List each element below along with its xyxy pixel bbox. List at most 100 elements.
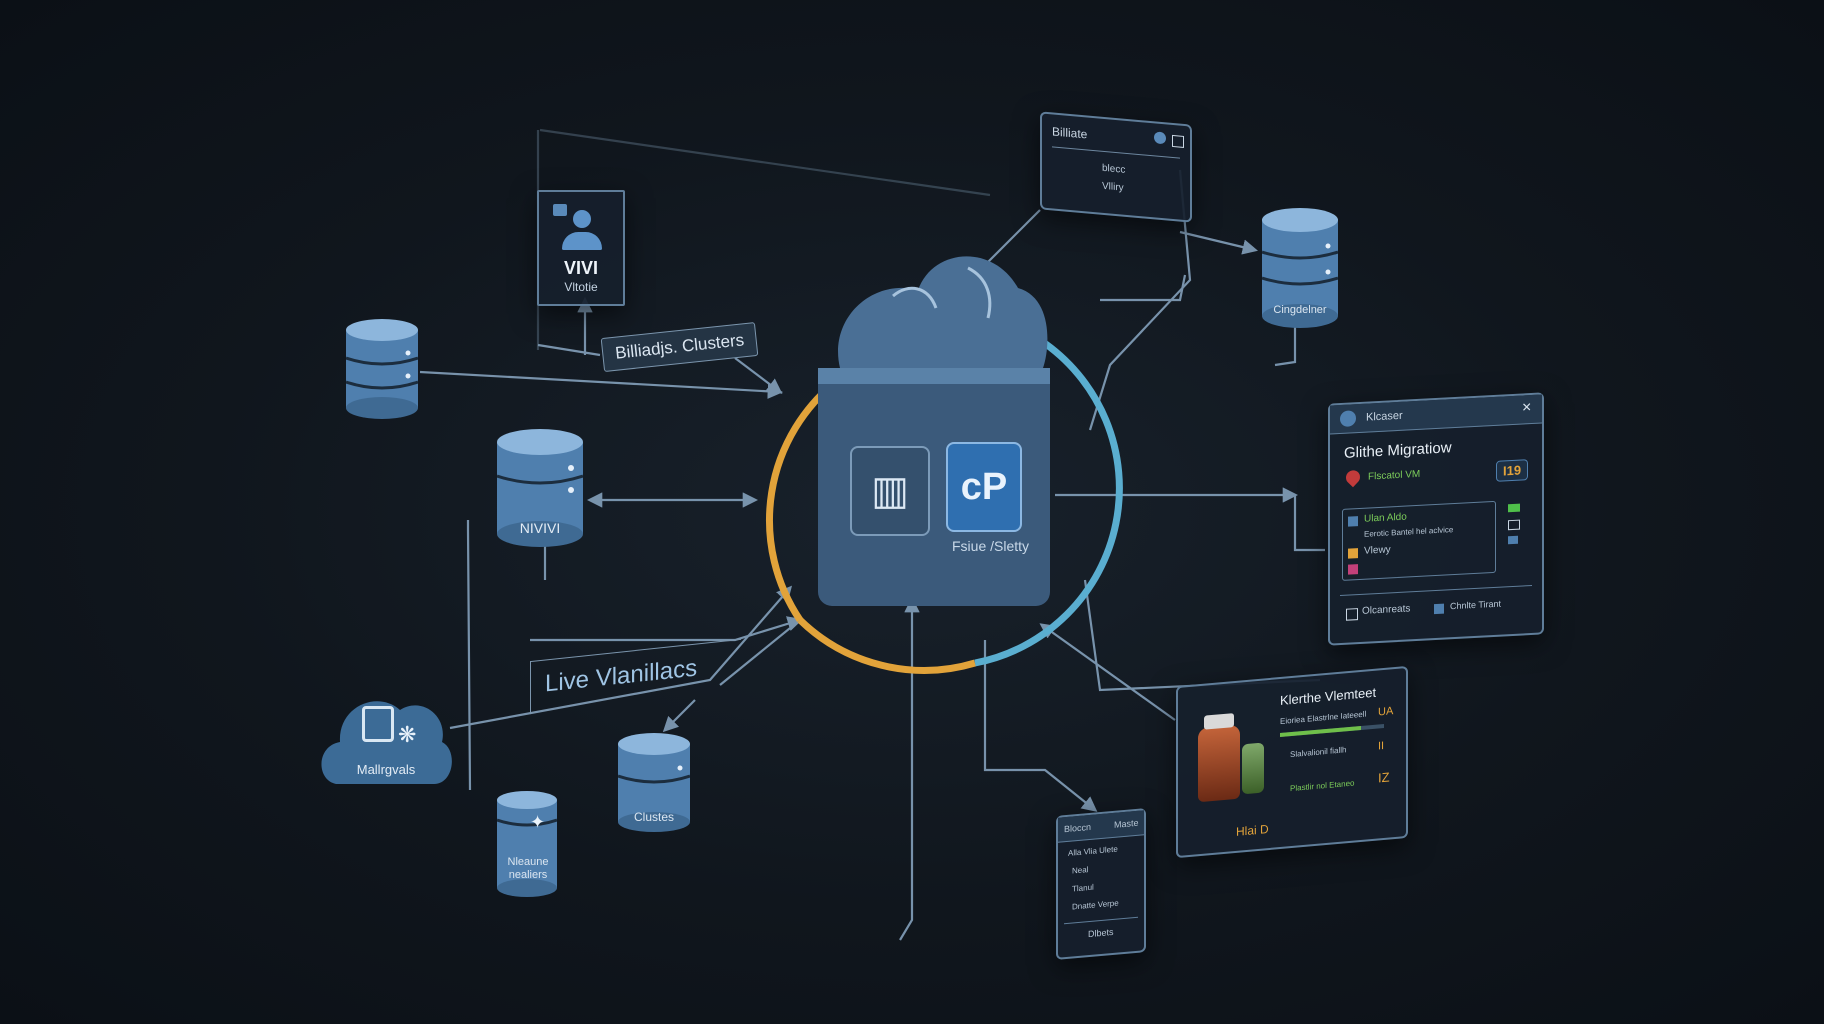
alert-pin-icon	[1343, 467, 1363, 488]
wire-top-right-2	[1100, 274, 1187, 302]
cloud-lock-label: Mallrgvals	[356, 762, 416, 777]
cp-logo-icon: cP	[946, 442, 1022, 532]
bottle-cap	[1204, 713, 1234, 730]
hub-cloud-folder-shape	[818, 256, 1050, 606]
vm-tag-icon	[553, 204, 567, 216]
migration-badge: I19	[1496, 459, 1529, 482]
status-dot-2	[1508, 519, 1520, 531]
wire-db-topright-down	[1274, 320, 1297, 367]
status-dot-3	[1508, 535, 1518, 545]
wire-live-2	[530, 616, 803, 642]
inventory-panel-title: Klerthe Vlemteet	[1280, 684, 1377, 709]
list-row-4[interactable]: Dnatte Verpe	[1072, 898, 1119, 912]
database-top-right: Cingdelner	[1261, 206, 1339, 330]
hub-label: Fsiue /Sletty	[952, 538, 1030, 554]
vm-card-title: VIVI	[563, 258, 598, 278]
footer-icon-2	[1434, 603, 1444, 615]
list-panel[interactable]: Bloccn Maste Alla Vlia Ulete Neal Tlanul…	[1056, 808, 1146, 960]
status-dot-green	[1508, 503, 1520, 513]
migration-footer-right[interactable]: Chnlte Tirant	[1450, 598, 1502, 612]
vm-card[interactable]: VIVI Vltotie	[537, 190, 625, 306]
database-bottom-center: Clustes	[617, 732, 691, 832]
inventory-value-3: IZ	[1378, 769, 1390, 786]
row-icon-1	[1348, 516, 1358, 527]
migration-row-3: Vlewy	[1364, 544, 1391, 557]
lock-icon	[362, 706, 394, 742]
wire-bottom-right	[1083, 579, 1321, 692]
wire-top-right	[1088, 169, 1192, 431]
database-icon	[345, 319, 419, 419]
user-icon	[562, 210, 602, 258]
wire-clusters	[662, 699, 696, 733]
wire-vm-vertical	[537, 343, 601, 357]
wire-bottom-center	[899, 596, 920, 941]
sync-ring	[765, 330, 1123, 674]
wire-hub-inventory	[1039, 623, 1176, 721]
migration-panel[interactable]: Klcaser × Glithe Migratiow Flscatol VM I…	[1328, 392, 1544, 646]
snowflake-icon: ❋	[398, 722, 417, 747]
footer-icon-1	[1346, 608, 1358, 621]
row-icon-2	[1348, 548, 1358, 559]
list-footer-divider	[1064, 916, 1138, 925]
bottle-image	[1198, 724, 1240, 803]
database-icon	[617, 733, 691, 832]
top-status-panel[interactable]: Billiate blecc Vlliry	[1040, 111, 1192, 223]
top-panel-info-icon[interactable]	[1154, 131, 1166, 145]
top-panel-row-1: blecc	[1102, 162, 1126, 176]
migration-footer-left[interactable]: Olcanreats	[1362, 603, 1411, 617]
migration-panel-title: Glithe Migratiow	[1344, 439, 1452, 462]
database-icon	[496, 791, 558, 897]
inventory-row-1: Eioriea Elastrlne Iateeell	[1280, 709, 1367, 727]
wire-left-trunk	[466, 520, 472, 791]
row-icon-3	[1348, 564, 1358, 575]
live-migrations-text: Live Vlanillacs	[545, 654, 698, 698]
database-top-right-label: Cingdelner	[1273, 304, 1327, 316]
small-jar-image	[1242, 742, 1264, 795]
database-bottom-left: ✦ Nleaune nealiers	[496, 790, 558, 898]
list-row-3[interactable]: Tlanul	[1072, 882, 1094, 894]
inventory-panel[interactable]: Klerthe Vlemteet Eioriea Elastrlne Iatee…	[1176, 665, 1408, 859]
cloud-lock-node: ❋ Mallrgvals	[318, 676, 454, 800]
database-top-left	[345, 318, 419, 420]
wire-billing	[734, 357, 783, 394]
network-switch-icon: ▥	[850, 446, 930, 536]
sparkle-icon: ✦	[530, 812, 546, 832]
database-bottom-left-label: Nleaune nealiers	[507, 856, 549, 881]
wire-db-topleft	[419, 370, 784, 400]
inventory-row-3: Plastlir nol Etaneo	[1290, 778, 1355, 794]
database-bottom-center-label: Clustes	[633, 810, 674, 824]
list-row-2[interactable]: Neal	[1072, 865, 1089, 876]
wire-list	[983, 640, 1098, 812]
migration-row-1: Ulan Aldo	[1364, 511, 1407, 525]
database-left-mid: NIVIVI	[496, 428, 584, 548]
hub-folder: ▥ cP Fsiue /Sletty	[818, 238, 1050, 606]
wire-migration-left	[1293, 495, 1325, 552]
top-panel-divider	[1052, 146, 1180, 159]
inventory-value-1: UA	[1378, 705, 1394, 719]
migration-header-text: Klcaser	[1366, 409, 1403, 424]
list-row-1[interactable]: Alla Vlia Ulete	[1068, 844, 1118, 858]
top-panel-title: Billiate	[1052, 124, 1088, 142]
wire-live	[449, 585, 793, 730]
top-panel-row-2: Vlliry	[1102, 180, 1124, 194]
wire-faint-top	[539, 128, 991, 197]
database-icon	[496, 429, 584, 547]
database-icon	[1261, 208, 1339, 328]
list-header-right: Maste	[1114, 817, 1139, 830]
top-panel-grid-icon[interactable]	[1172, 134, 1184, 148]
wire-top-panel	[984, 209, 1041, 266]
close-icon[interactable]: ×	[1522, 399, 1532, 417]
inventory-progress-bar	[1280, 723, 1384, 738]
inventory-footer[interactable]: Hlai D	[1236, 822, 1269, 839]
list-footer: Dlbets	[1088, 926, 1114, 940]
migration-footer-divider	[1340, 584, 1532, 597]
vm-card-subtitle: Vltotie	[564, 280, 598, 294]
inventory-row-2: Slalvalionil fiallh	[1290, 745, 1347, 760]
cloud-shape	[321, 701, 452, 784]
database-left-mid-label: NIVIVI	[519, 520, 561, 536]
inventory-value-2: II	[1378, 739, 1385, 753]
wire-top-panel-db	[1179, 230, 1258, 255]
wire-live-up	[719, 619, 801, 686]
migration-status-text: Flscatol VM	[1368, 468, 1421, 483]
